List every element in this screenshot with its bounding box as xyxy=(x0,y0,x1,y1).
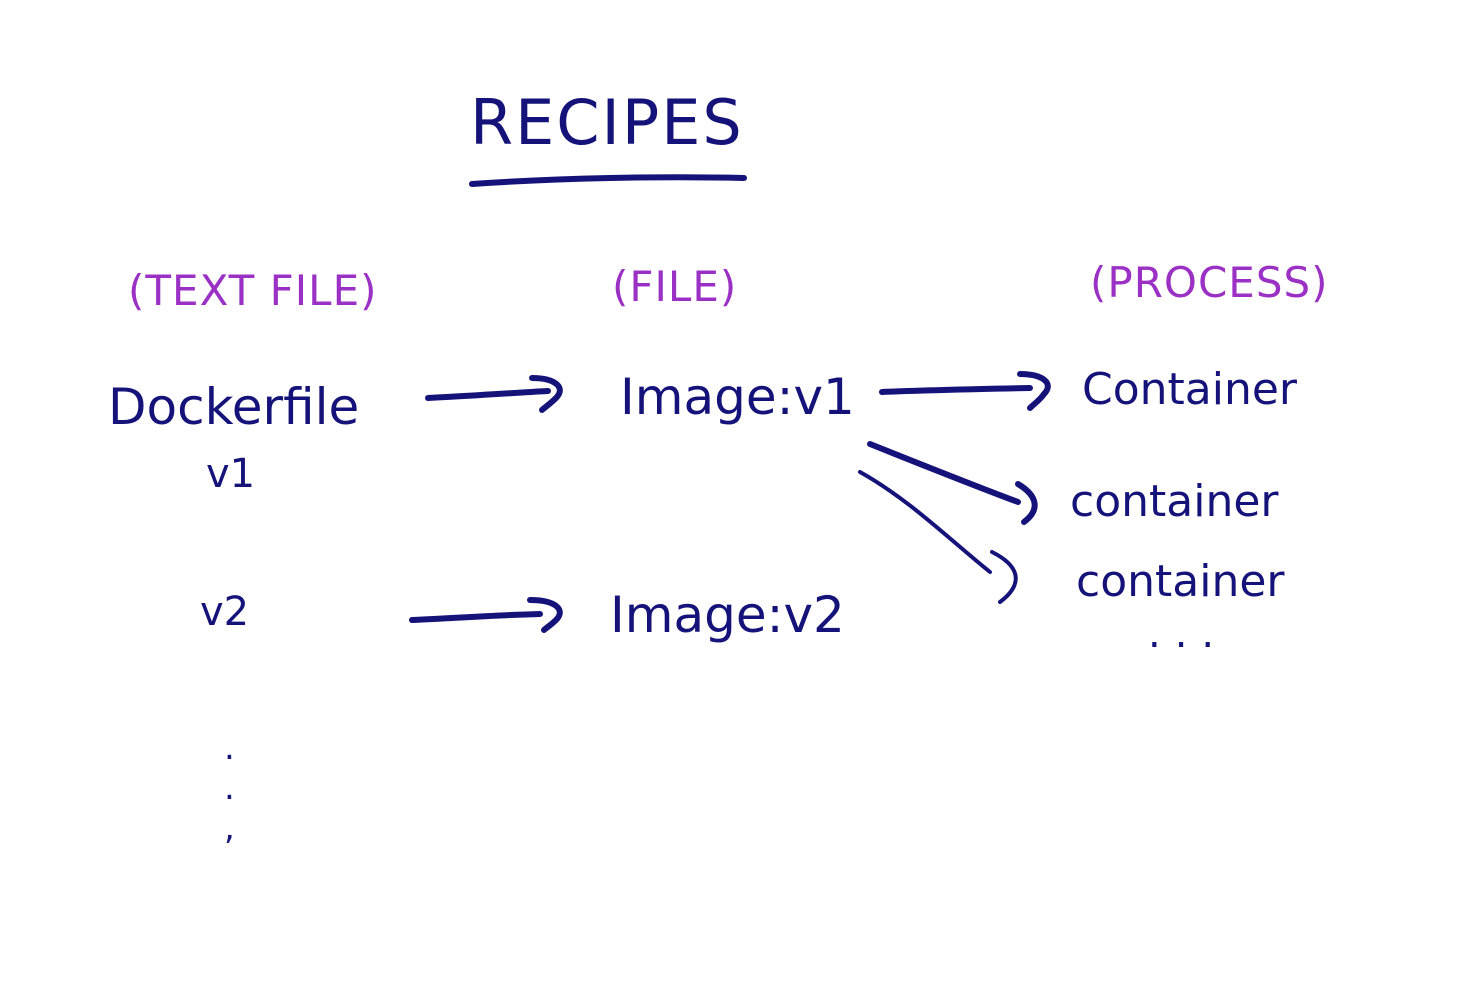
more-containers-ellipsis: ... xyxy=(1148,611,1229,657)
node-container-3: container xyxy=(1076,556,1285,607)
more-versions-ellipsis: . . , xyxy=(224,728,235,848)
arrow-head-v2-to-image-v2 xyxy=(527,597,563,633)
arrow-head-image-v1-to-container-2 xyxy=(1015,481,1038,525)
node-container-1: Container xyxy=(1082,364,1298,415)
node-container-2: container xyxy=(1070,476,1279,527)
diagram-title: RECIPES xyxy=(470,86,744,159)
arrow-image-v1-to-container-1 xyxy=(879,385,1033,395)
category-file: (FILE) xyxy=(612,262,738,311)
arrow-image-v1-to-container-3 xyxy=(858,470,992,574)
arrow-image-v1-to-container-2 xyxy=(867,441,1021,505)
arrow-v2-to-image-v2 xyxy=(409,611,543,623)
arrow-head-image-v1-to-container-3 xyxy=(990,550,1018,604)
category-process: (PROCESS) xyxy=(1090,258,1329,307)
node-dockerfile-v1: v1 xyxy=(206,451,256,497)
node-image-v1: Image:v1 xyxy=(620,368,855,426)
node-dockerfile-v2: v2 xyxy=(200,589,250,635)
node-image-v2: Image:v2 xyxy=(610,586,845,644)
arrow-dockerfile-to-image-v1 xyxy=(425,388,551,401)
arrow-head-image-v1-to-container-1 xyxy=(1017,371,1051,411)
category-text-file: (TEXT FILE) xyxy=(128,266,378,315)
arrow-head-dockerfile-to-image-v1 xyxy=(529,375,563,413)
node-dockerfile: Dockerfile xyxy=(108,378,360,436)
title-underline xyxy=(469,174,747,187)
